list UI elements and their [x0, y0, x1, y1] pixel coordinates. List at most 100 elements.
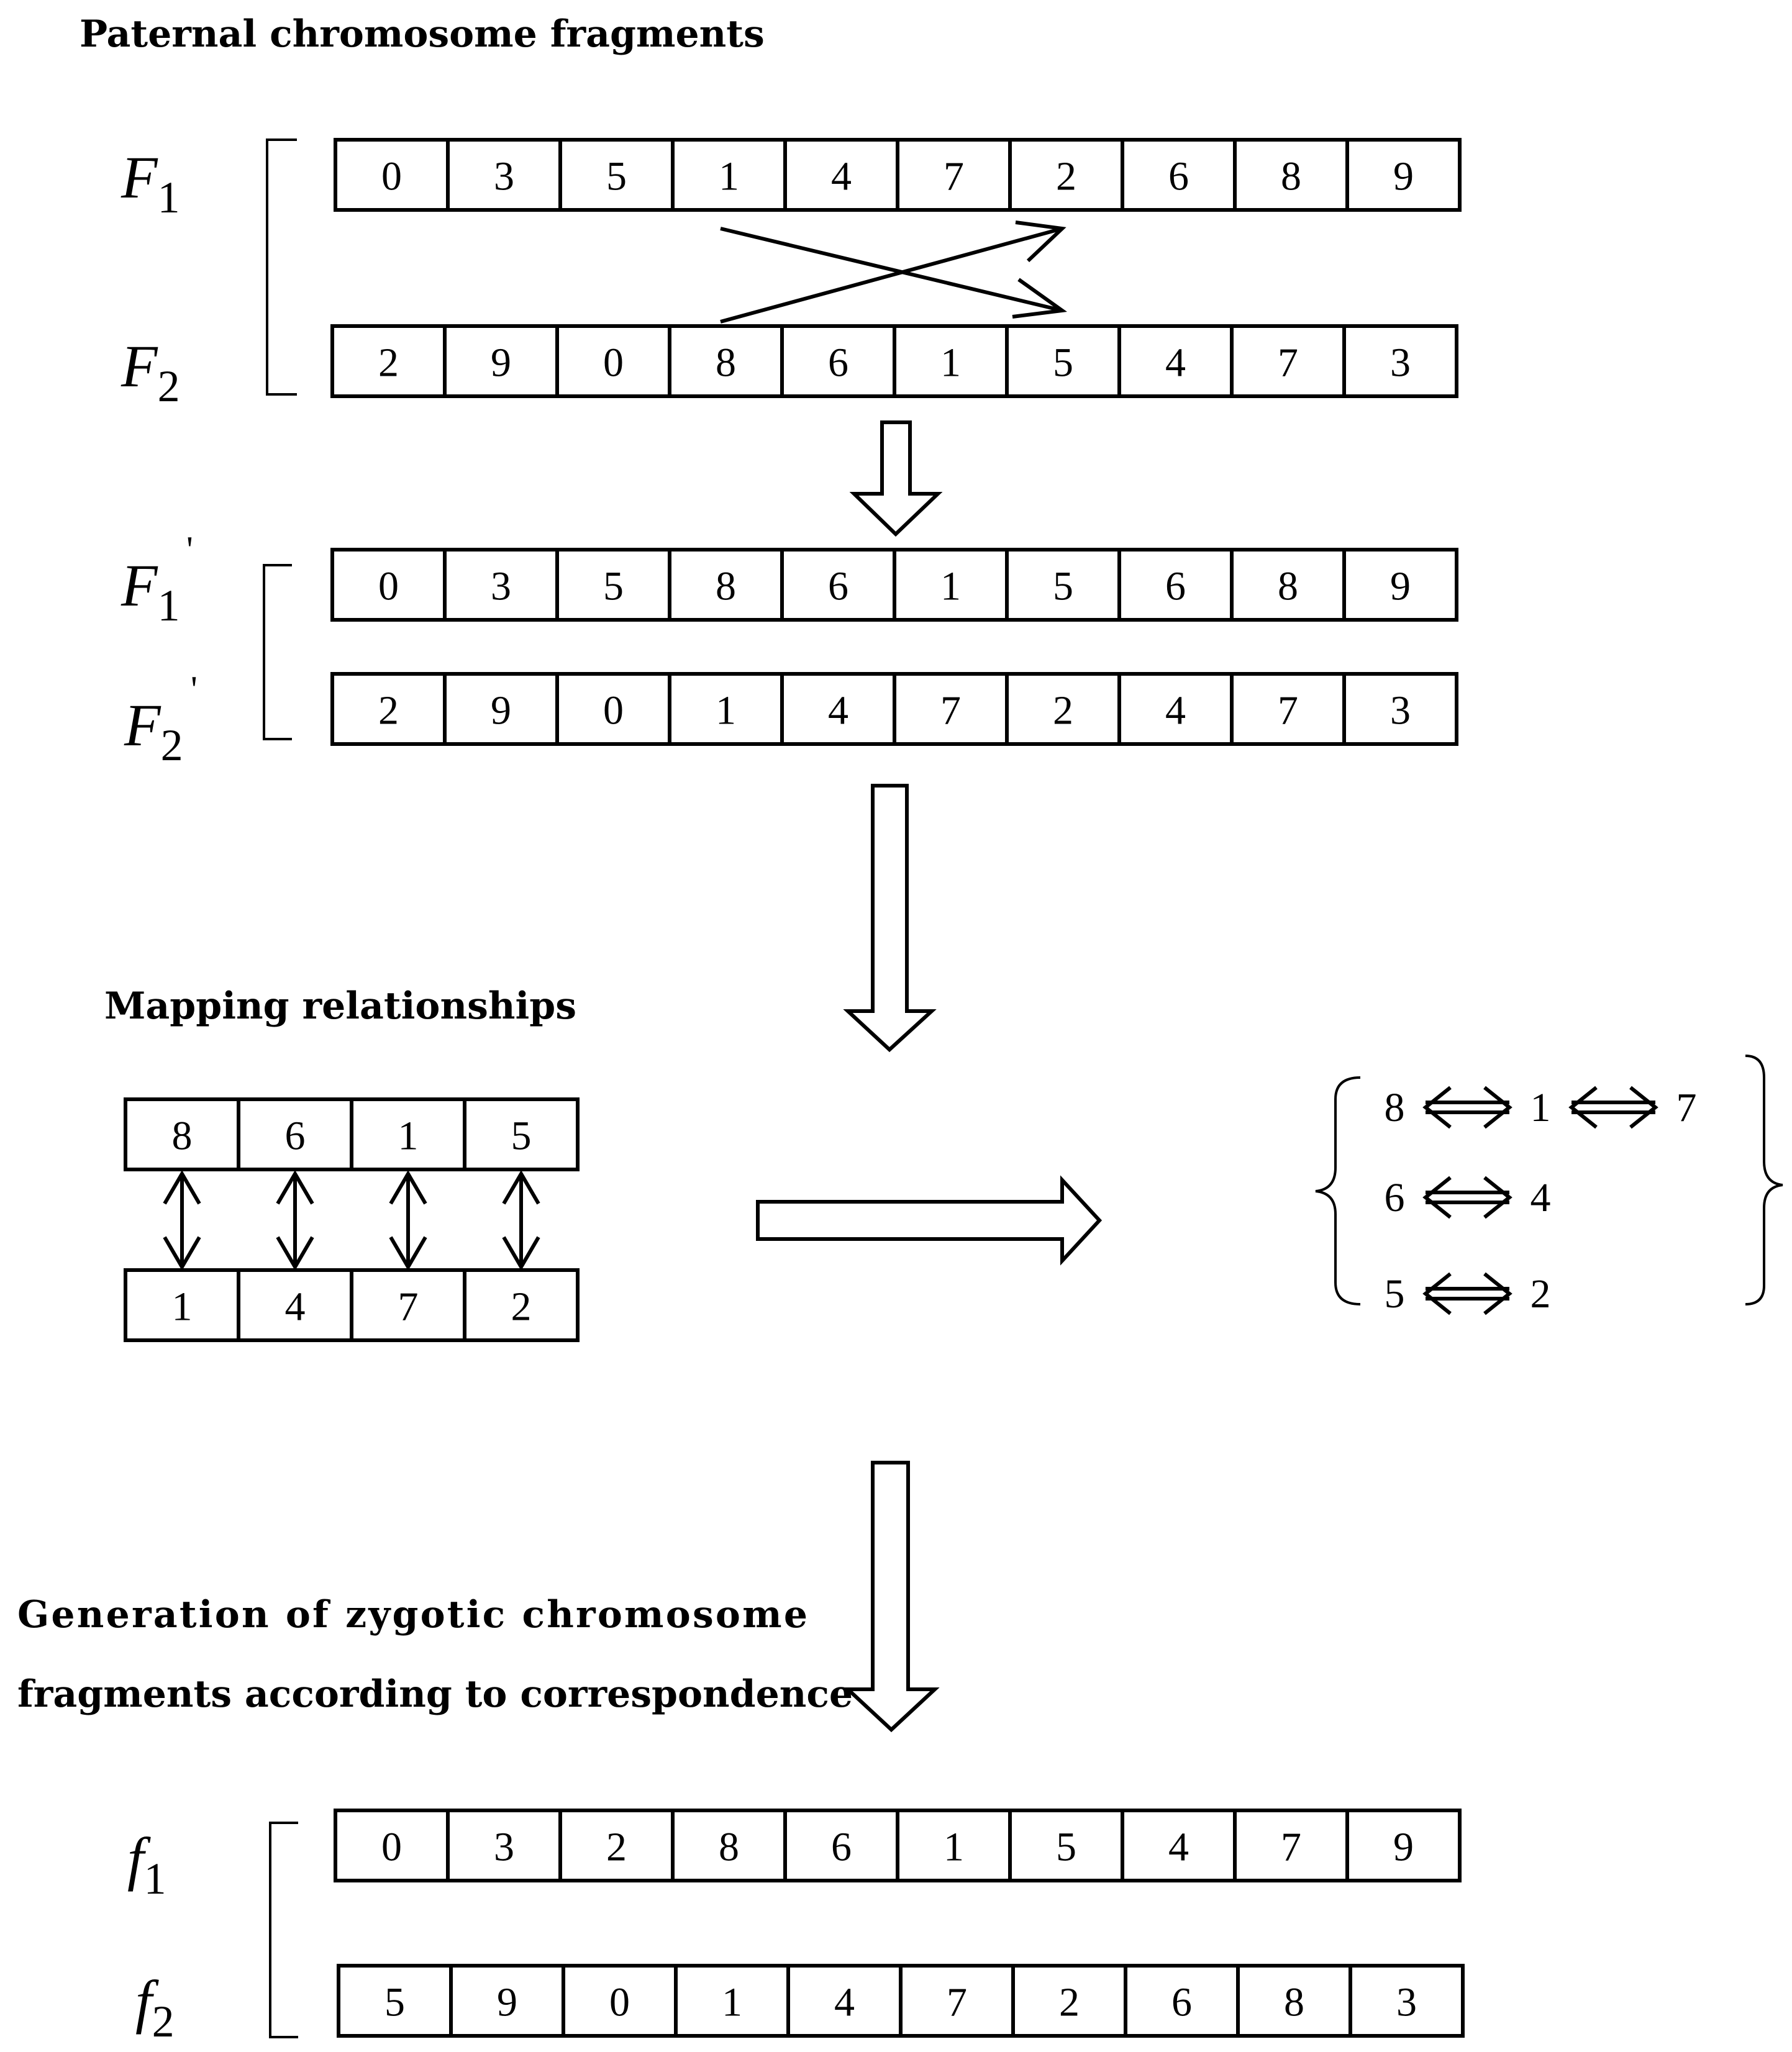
F1-cell [896, 138, 1012, 212]
chain-double-arrow [1422, 1272, 1512, 1315]
F1-prime-cell [1230, 548, 1346, 622]
mapping-top-value: 5 [511, 1114, 532, 1159]
F2-cell [443, 324, 559, 398]
F1-cell [558, 138, 675, 212]
F2-prime-value: 2 [378, 688, 399, 733]
bracket-parents [266, 138, 297, 396]
F2-prime-value: 9 [491, 688, 511, 733]
f1-cell [896, 1809, 1012, 1882]
F1-value: 7 [944, 154, 964, 199]
F2-prime-value: 1 [716, 688, 736, 733]
mapping-top-cell [463, 1097, 580, 1171]
label-f1: f1 [127, 1825, 166, 1904]
mapping-arrow-head-up [389, 1170, 427, 1205]
F2-prime-cell [893, 672, 1009, 746]
F2-cell [555, 324, 671, 398]
mapping-top-cell [350, 1097, 466, 1171]
chain-value: 5 [1385, 1271, 1405, 1317]
F1-prime-value: 1 [940, 564, 961, 609]
F1-prime-value: 6 [1165, 564, 1186, 609]
down-arrow-2 [843, 784, 937, 1053]
F2-prime-cell [780, 672, 896, 746]
heading-mapping-relationships: Mapping relationships [104, 984, 576, 1028]
chain-value: 4 [1530, 1175, 1551, 1220]
F2-value: 1 [940, 340, 961, 386]
F1-value: 0 [381, 154, 402, 199]
chain-double-arrow [1568, 1086, 1658, 1129]
F1-prime-cell [780, 548, 896, 622]
F1-prime-cell [443, 548, 559, 622]
F1-prime-value: 8 [1278, 564, 1298, 609]
f1-cell [1233, 1809, 1349, 1882]
bracket-offspring [269, 1822, 298, 2038]
F2-prime-value: 7 [940, 688, 961, 733]
F1-prime-value: 3 [491, 564, 511, 609]
svg-text:': ' [191, 669, 198, 710]
F2-cell [893, 324, 1009, 398]
f2-value: 2 [1059, 1980, 1080, 2025]
F2-cell [668, 324, 784, 398]
F2-prime-cell [668, 672, 784, 746]
F1-prime-value: 5 [603, 564, 624, 609]
F1-prime-cell [330, 548, 447, 622]
f1-cell [783, 1809, 899, 1882]
f1-value: 6 [831, 1825, 852, 1870]
mapping-arrow-head-down [502, 1236, 540, 1271]
mapping-bottom-value: 4 [285, 1284, 306, 1330]
F2-value: 2 [378, 340, 399, 386]
F1-value: 1 [719, 154, 739, 199]
f2-cell [1349, 1964, 1465, 2038]
F2-prime-cell [330, 672, 447, 746]
heading-generation-line2: fragments according to correspondence [17, 1673, 853, 1716]
F2-value: 0 [603, 340, 624, 386]
F1-value: 5 [606, 154, 627, 199]
f2-value: 1 [722, 1980, 742, 2025]
F1-prime-cell [1342, 548, 1458, 622]
right-arrow [756, 1175, 1103, 1266]
f2-cell [786, 1964, 903, 2038]
mapping-arrow-head-up [502, 1170, 540, 1205]
f2-value: 5 [384, 1980, 405, 2025]
f2-cell [674, 1964, 790, 2038]
F2-prime-value: 4 [1165, 688, 1186, 733]
mapping-top-cell [124, 1097, 240, 1171]
f2-cell [1236, 1964, 1352, 2038]
f1-value: 0 [381, 1825, 402, 1870]
f2-cell [1011, 1964, 1127, 2038]
label-f2: f2 [135, 1968, 175, 2046]
heading-paternal-fragments: Paternal chromosome fragments [80, 12, 765, 56]
bracket-parents-swapped [263, 564, 292, 740]
f1-cell [1121, 1809, 1237, 1882]
f2-cell [337, 1964, 453, 2038]
f1-cell [1345, 1809, 1462, 1882]
f2-value: 9 [497, 1980, 517, 2025]
mapping-bottom-value: 2 [511, 1284, 532, 1330]
mapping-arrow-head-up [276, 1170, 314, 1205]
mapping-bottom-cell [350, 1268, 466, 1342]
F2-cell [1230, 324, 1346, 398]
chain-value: 8 [1385, 1085, 1405, 1130]
F2-value: 5 [1053, 340, 1073, 386]
svg-text:F1: F1 [121, 552, 180, 630]
F2-prime-value: 2 [1053, 688, 1073, 733]
mapping-vertical-arrows [163, 1170, 540, 1271]
f1-value: 1 [944, 1825, 964, 1870]
F2-value: 6 [828, 340, 848, 386]
mapping-top-value: 1 [398, 1114, 419, 1159]
F1-cell [1345, 138, 1462, 212]
F1-prime-value: 0 [378, 564, 399, 609]
F2-prime-value: 0 [603, 688, 624, 733]
F1-value: 8 [1281, 154, 1301, 199]
chain-value: 7 [1676, 1085, 1697, 1130]
f1-value: 3 [494, 1825, 514, 1870]
chain-double-arrow [1422, 1086, 1512, 1129]
F1-value: 2 [1056, 154, 1076, 199]
F1-cell [783, 138, 899, 212]
F1-prime-cell [555, 548, 671, 622]
